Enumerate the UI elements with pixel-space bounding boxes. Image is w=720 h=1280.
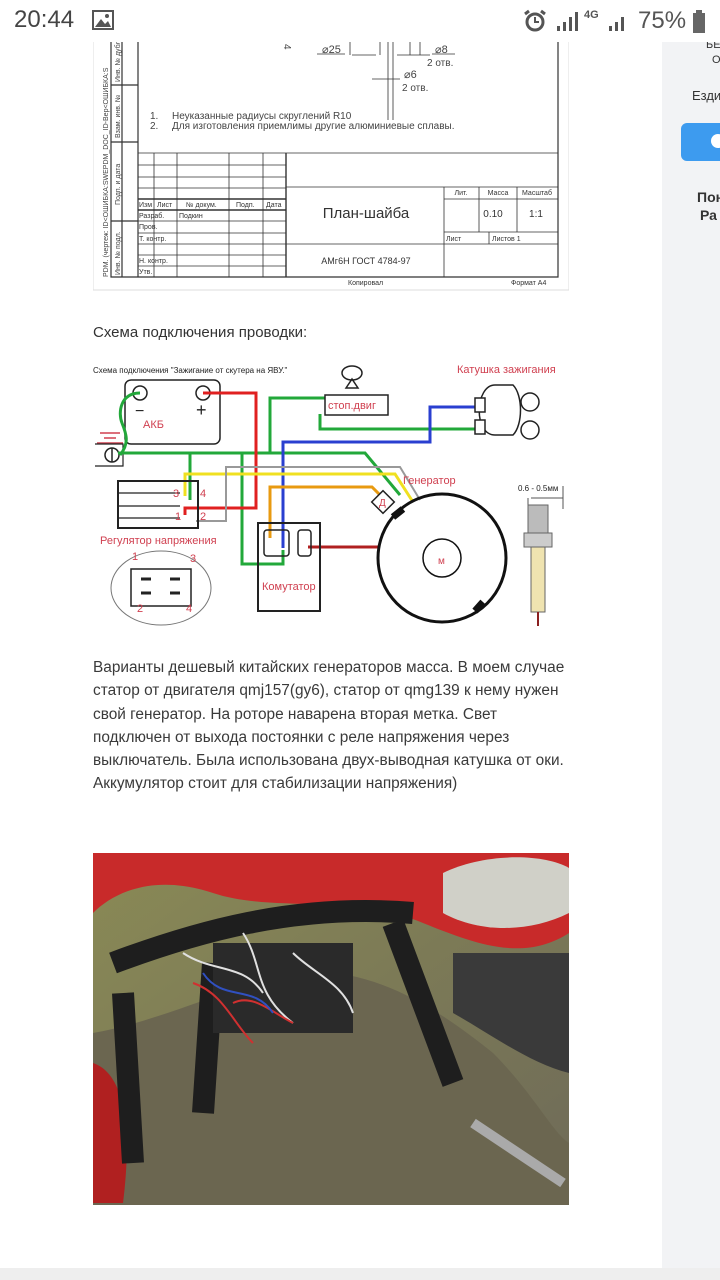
note-text: Для изготовления приемлимы другие алюмин… [172, 121, 455, 132]
sensor-shape [370, 489, 396, 515]
diagram-title: Схема подключения "Зажигание от скутера … [93, 366, 287, 375]
pin-label: 3 [173, 488, 179, 500]
mass-value: 0.10 [483, 209, 503, 220]
row-label: Разраб. [139, 212, 164, 220]
note-number: 2. [150, 121, 158, 132]
stamp-label: Взам. инв. № [115, 95, 122, 138]
pin-label: 2 [137, 603, 143, 615]
pin-label: 4 [200, 488, 206, 500]
regulator-label: Регулятор напряжения [100, 535, 217, 547]
technical-drawing-image: PDM. (чертеж: ID<ОШИБКА:SWEPDM_DOC_ID-Ве… [93, 40, 569, 291]
col-header: Изм [139, 202, 152, 209]
scale-label: Масштаб [522, 189, 552, 197]
col-header: № докум. [186, 202, 217, 209]
sheet-label: Лист [446, 236, 462, 243]
motorcycle-photo[interactable] [93, 853, 569, 1205]
copied-label: Копировал [348, 280, 383, 287]
note-text: Неуказанные радиусы скруглений R10 [172, 111, 352, 122]
side-strip-text: PDM. (чертеж: ID<ОШИБКА:SWEPDM_DOC_ID-Ве… [103, 67, 110, 277]
lit-label: Лит. [455, 190, 468, 197]
col-header: Дата [266, 202, 282, 209]
magnet-label: м [438, 556, 445, 567]
dim-label: ⌀6 [404, 69, 417, 81]
row-label: Пров. [139, 224, 158, 231]
image-notification-icon [92, 10, 114, 30]
format-label: Формат A4 [511, 280, 546, 287]
note-number: 1. [150, 111, 158, 122]
dim-label: 2 отв. [402, 83, 428, 94]
sidebar-text: О [712, 54, 720, 66]
sidebar-action-button[interactable] [681, 123, 720, 161]
row-label: Т. контр. [139, 236, 166, 243]
mass-label: Масса [488, 190, 509, 197]
pin-label: 1 [132, 551, 138, 563]
row-label: Н. контр. [139, 258, 168, 265]
sensor-label: Д [379, 498, 386, 509]
dim-label: 2 отв. [427, 58, 453, 69]
minus-label: − [135, 403, 144, 420]
pin-label: 2 [200, 511, 206, 523]
stamp-label: Подп. и дата [115, 164, 122, 205]
pin-label: 4 [186, 603, 192, 615]
signal-icon [557, 12, 578, 31]
gap-label: 0.6 - 0.5мм [518, 484, 558, 493]
row-label: Утв. [139, 269, 152, 276]
pin-label: 3 [190, 553, 196, 565]
status-bar: 20:44 4G 75% [0, 0, 720, 42]
stop-switch-label: стоп.двиг [328, 400, 376, 412]
wiring-diagram-image: Схема подключения "Зажигание от скутера … [90, 355, 580, 630]
author-name: Подкин [179, 213, 203, 220]
signal-icon-2 [609, 17, 624, 31]
stamp-label: Инв. № подл. [115, 231, 122, 275]
stamp-label: Инв. № дубл. [114, 40, 122, 82]
alarm-icon [524, 9, 546, 32]
scale-value: 1:1 [529, 209, 543, 220]
dim-label: 4 [281, 44, 292, 50]
sidebar-text: БЕ [706, 39, 720, 51]
sidebar-text: Пон [697, 189, 720, 205]
dim-label: ⌀8 [435, 44, 448, 56]
battery-percent: 75% [638, 7, 687, 34]
coil-label: Катушка зажигания [457, 364, 556, 376]
battery-shape [124, 379, 221, 445]
right-sidebar: БЕ О Езди Пон Ра [662, 36, 720, 1280]
bottom-bar [0, 1268, 720, 1280]
generator-label: Генератор [403, 475, 456, 487]
material: АМг6Н ГОСТ 4784-97 [321, 256, 410, 266]
network-type: 4G [584, 9, 599, 21]
sidebar-text: Ра [700, 207, 717, 223]
plus-label: + [196, 400, 207, 420]
clock: 20:44 [14, 6, 75, 33]
diagram-caption: Схема подключения проводки: [93, 324, 308, 341]
drawing-title: План-шайба [323, 205, 410, 222]
battery-icon [693, 10, 705, 33]
post-paragraph: Варианты дешевый китайских генераторов м… [93, 659, 565, 793]
col-header: Подп. [236, 202, 255, 209]
dim-label: ⌀25 [322, 44, 341, 56]
col-header: Лист [157, 202, 173, 209]
commutator-label: Комутатор [262, 581, 316, 593]
sheets-label: Листов 1 [492, 236, 521, 243]
pin-label: 1 [175, 511, 181, 523]
battery-label: АКБ [143, 419, 164, 431]
sidebar-text: Езди [692, 88, 720, 103]
